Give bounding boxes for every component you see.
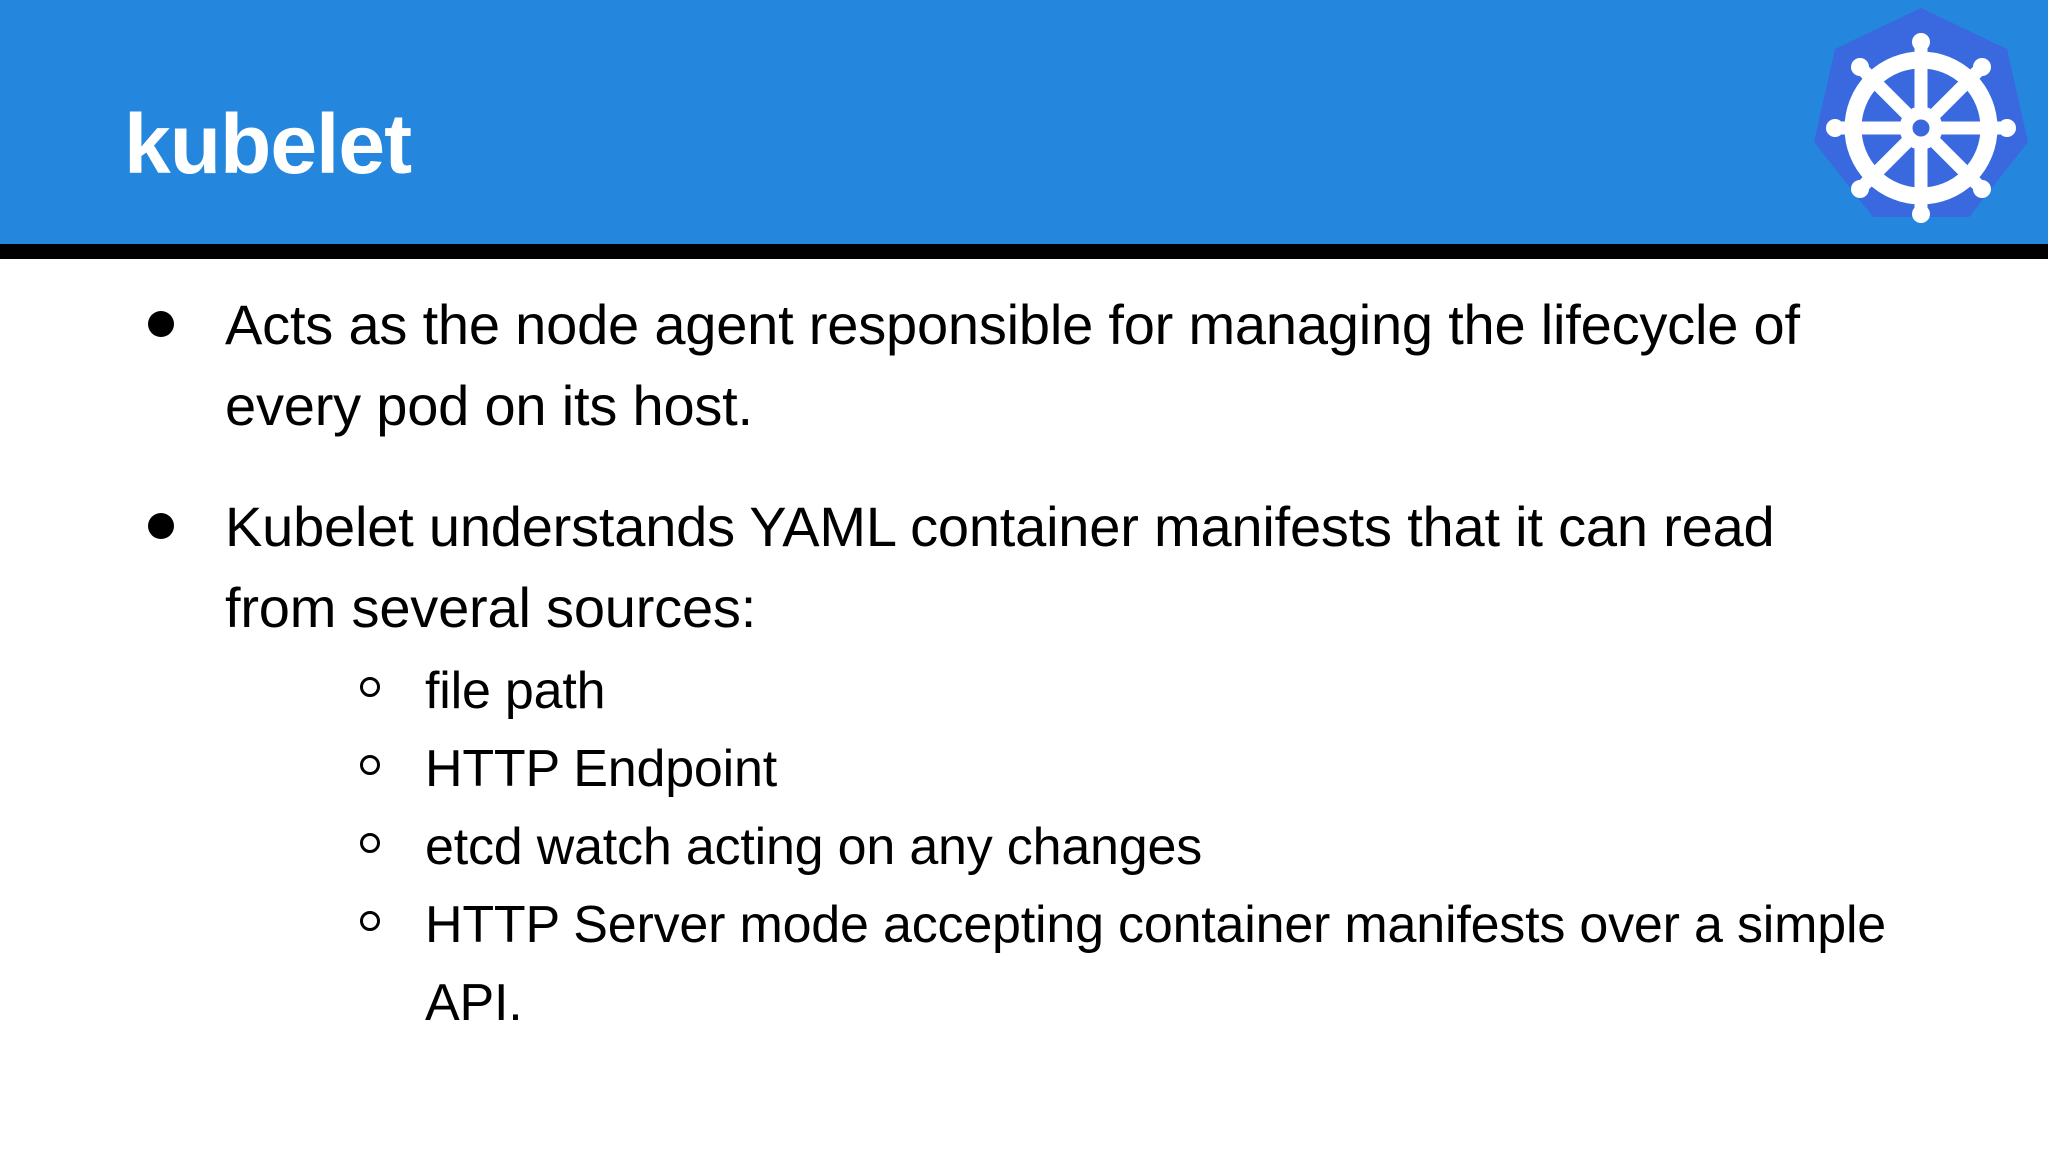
bullet-circle-icon bbox=[360, 833, 380, 853]
bullet-text: Kubelet understands YAML container manif… bbox=[225, 495, 1775, 639]
bullet-list: Acts as the node agent responsible for m… bbox=[130, 284, 1890, 1042]
page-title: kubelet bbox=[124, 97, 412, 191]
header-divider-rule bbox=[0, 244, 2048, 259]
sub-list-item: file path bbox=[360, 652, 1890, 730]
bullet-circle-icon bbox=[360, 911, 380, 931]
slide-body: Acts as the node agent responsible for m… bbox=[0, 259, 2048, 1152]
bullet-disc-icon bbox=[148, 513, 174, 539]
list-item: Kubelet understands YAML container manif… bbox=[130, 486, 1890, 1042]
list-item: Acts as the node agent responsible for m… bbox=[130, 284, 1890, 446]
sub-bullet-text: HTTP Endpoint bbox=[425, 740, 777, 798]
bullet-circle-icon bbox=[360, 677, 380, 697]
slide-header: kubelet bbox=[0, 0, 2048, 244]
bullet-text: Acts as the node agent responsible for m… bbox=[225, 293, 1800, 437]
bullet-disc-icon bbox=[148, 311, 174, 337]
sub-list-item: HTTP Server mode accepting container man… bbox=[360, 886, 1890, 1042]
sub-list-item: HTTP Endpoint bbox=[360, 730, 1890, 808]
sub-bullet-text: HTTP Server mode accepting container man… bbox=[425, 896, 1887, 1032]
kubernetes-logo-icon bbox=[1795, 2, 2047, 244]
sub-bullet-list: file path HTTP Endpoint etcd watch actin… bbox=[225, 652, 1890, 1042]
sub-bullet-text: etcd watch acting on any changes bbox=[425, 818, 1203, 876]
sub-bullet-text: file path bbox=[425, 662, 606, 720]
bullet-circle-icon bbox=[360, 755, 380, 775]
sub-list-item: etcd watch acting on any changes bbox=[360, 808, 1890, 886]
